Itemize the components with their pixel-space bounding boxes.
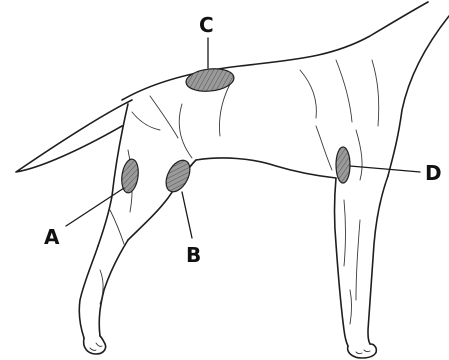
front-leg-back — [335, 178, 349, 346]
dog-outline — [16, 2, 449, 358]
front-paw — [348, 344, 377, 358]
leader-lines — [66, 38, 420, 238]
site-b — [161, 156, 195, 195]
label-a: A — [44, 225, 60, 249]
back-line — [122, 2, 428, 100]
label-d: D — [425, 161, 442, 185]
front-leg-front — [368, 176, 388, 344]
tail — [16, 100, 132, 172]
neck-front — [388, 16, 449, 176]
leader-d — [350, 166, 420, 172]
site-d — [336, 147, 350, 183]
rear-leg-back — [79, 246, 98, 338]
belly-line — [196, 158, 336, 178]
leader-b — [182, 192, 192, 238]
label-b: B — [186, 243, 201, 267]
label-c: C — [199, 13, 214, 37]
rear-leg-front — [99, 240, 128, 336]
rear-paw — [84, 336, 106, 354]
